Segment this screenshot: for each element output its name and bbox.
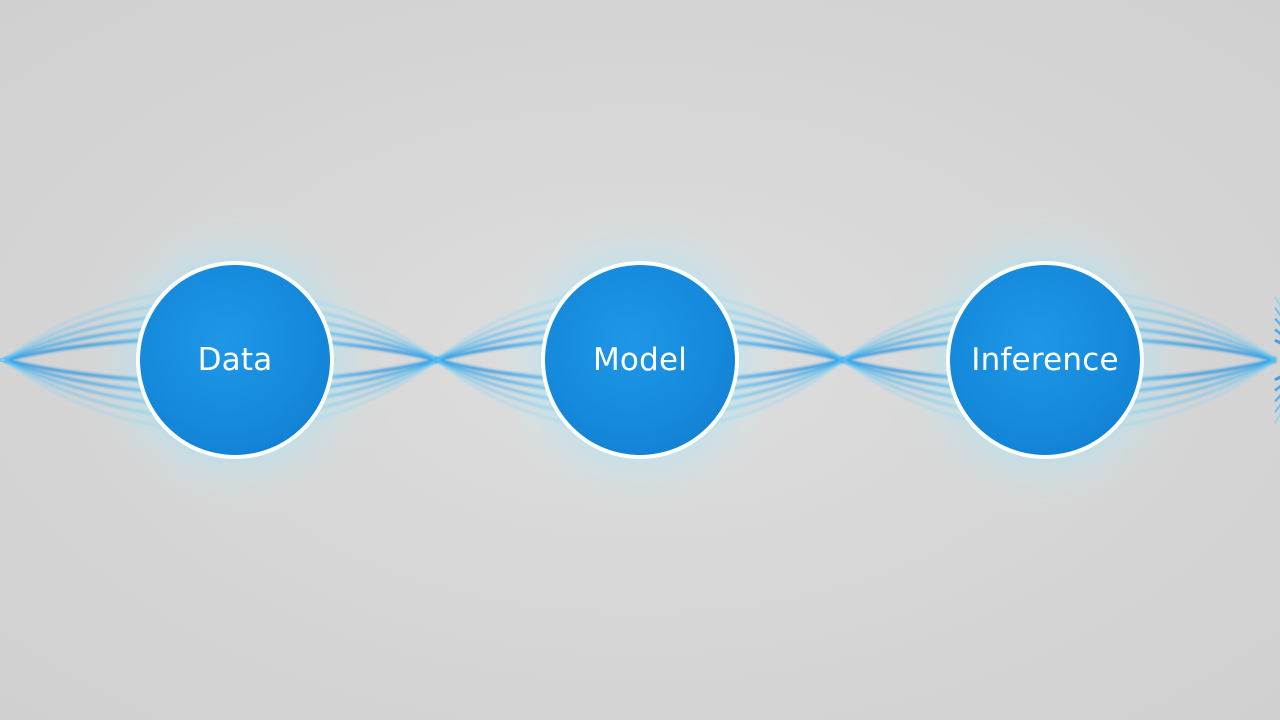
strand-line <box>0 359 6 362</box>
strand-line <box>0 358 6 362</box>
node-model: Model <box>541 261 739 459</box>
nodes-group: Data Model Inference <box>136 261 1144 459</box>
node-circle <box>950 265 1140 455</box>
strand-line <box>1274 338 1280 345</box>
strand-line <box>0 358 6 362</box>
strand-line <box>0 358 6 362</box>
node-data: Data <box>136 261 334 459</box>
node-label-model: Model <box>593 342 687 378</box>
strand-line <box>0 358 6 362</box>
node-label-inference: Inference <box>971 342 1118 378</box>
strand-line <box>0 358 6 362</box>
strand-line <box>0 358 6 362</box>
strand-line <box>1274 328 1280 336</box>
strand-line <box>0 358 6 362</box>
node-circle <box>140 265 330 455</box>
node-circle <box>545 265 735 455</box>
strand-line <box>0 358 6 361</box>
node-label-data: Data <box>198 342 273 378</box>
strand-line <box>1274 384 1280 392</box>
node-inference: Inference <box>946 261 1144 459</box>
strand-line <box>0 358 6 362</box>
strand-line <box>1274 375 1280 382</box>
